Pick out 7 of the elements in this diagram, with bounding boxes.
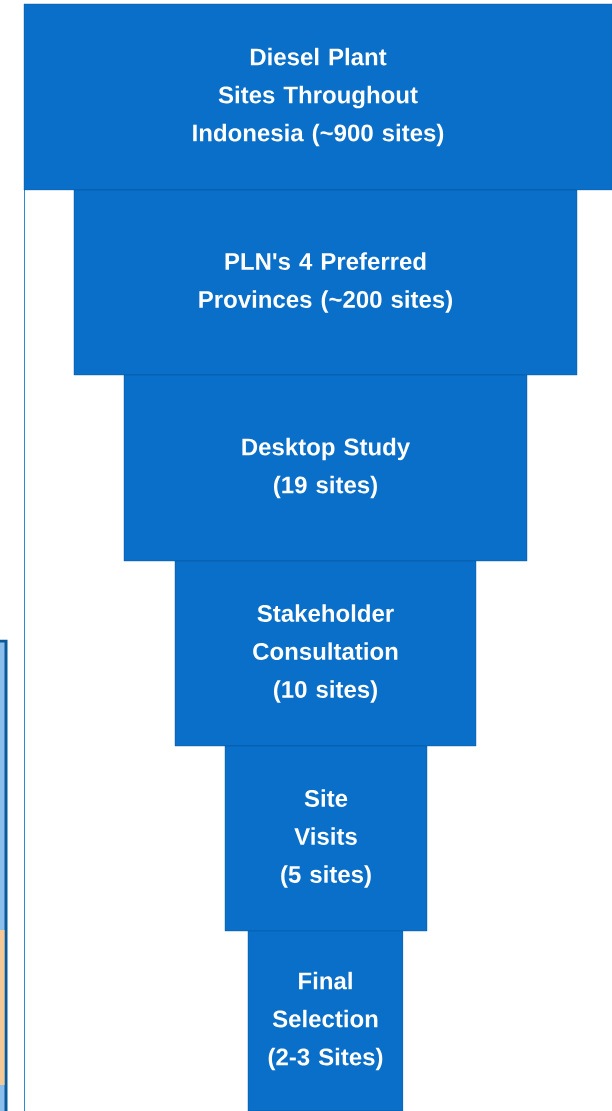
node-label: Final Selection (2-3 Sites) xyxy=(268,971,383,1071)
stage-box: PLN's 4 Preferred Provinces (~200 sites) xyxy=(73,189,578,376)
stage-box: Desktop Study (19 sites) xyxy=(123,374,528,562)
stage-box: Diesel Plant Sites Throughout Indonesia (~900 sites) xyxy=(23,3,612,191)
stage-box: Stakeholder Consultation (10 sites) xyxy=(174,560,477,747)
stage-box: Site Visits (5 sites) xyxy=(224,745,428,932)
stage-box: Final Selection (2-3 Sites) xyxy=(247,930,404,1111)
